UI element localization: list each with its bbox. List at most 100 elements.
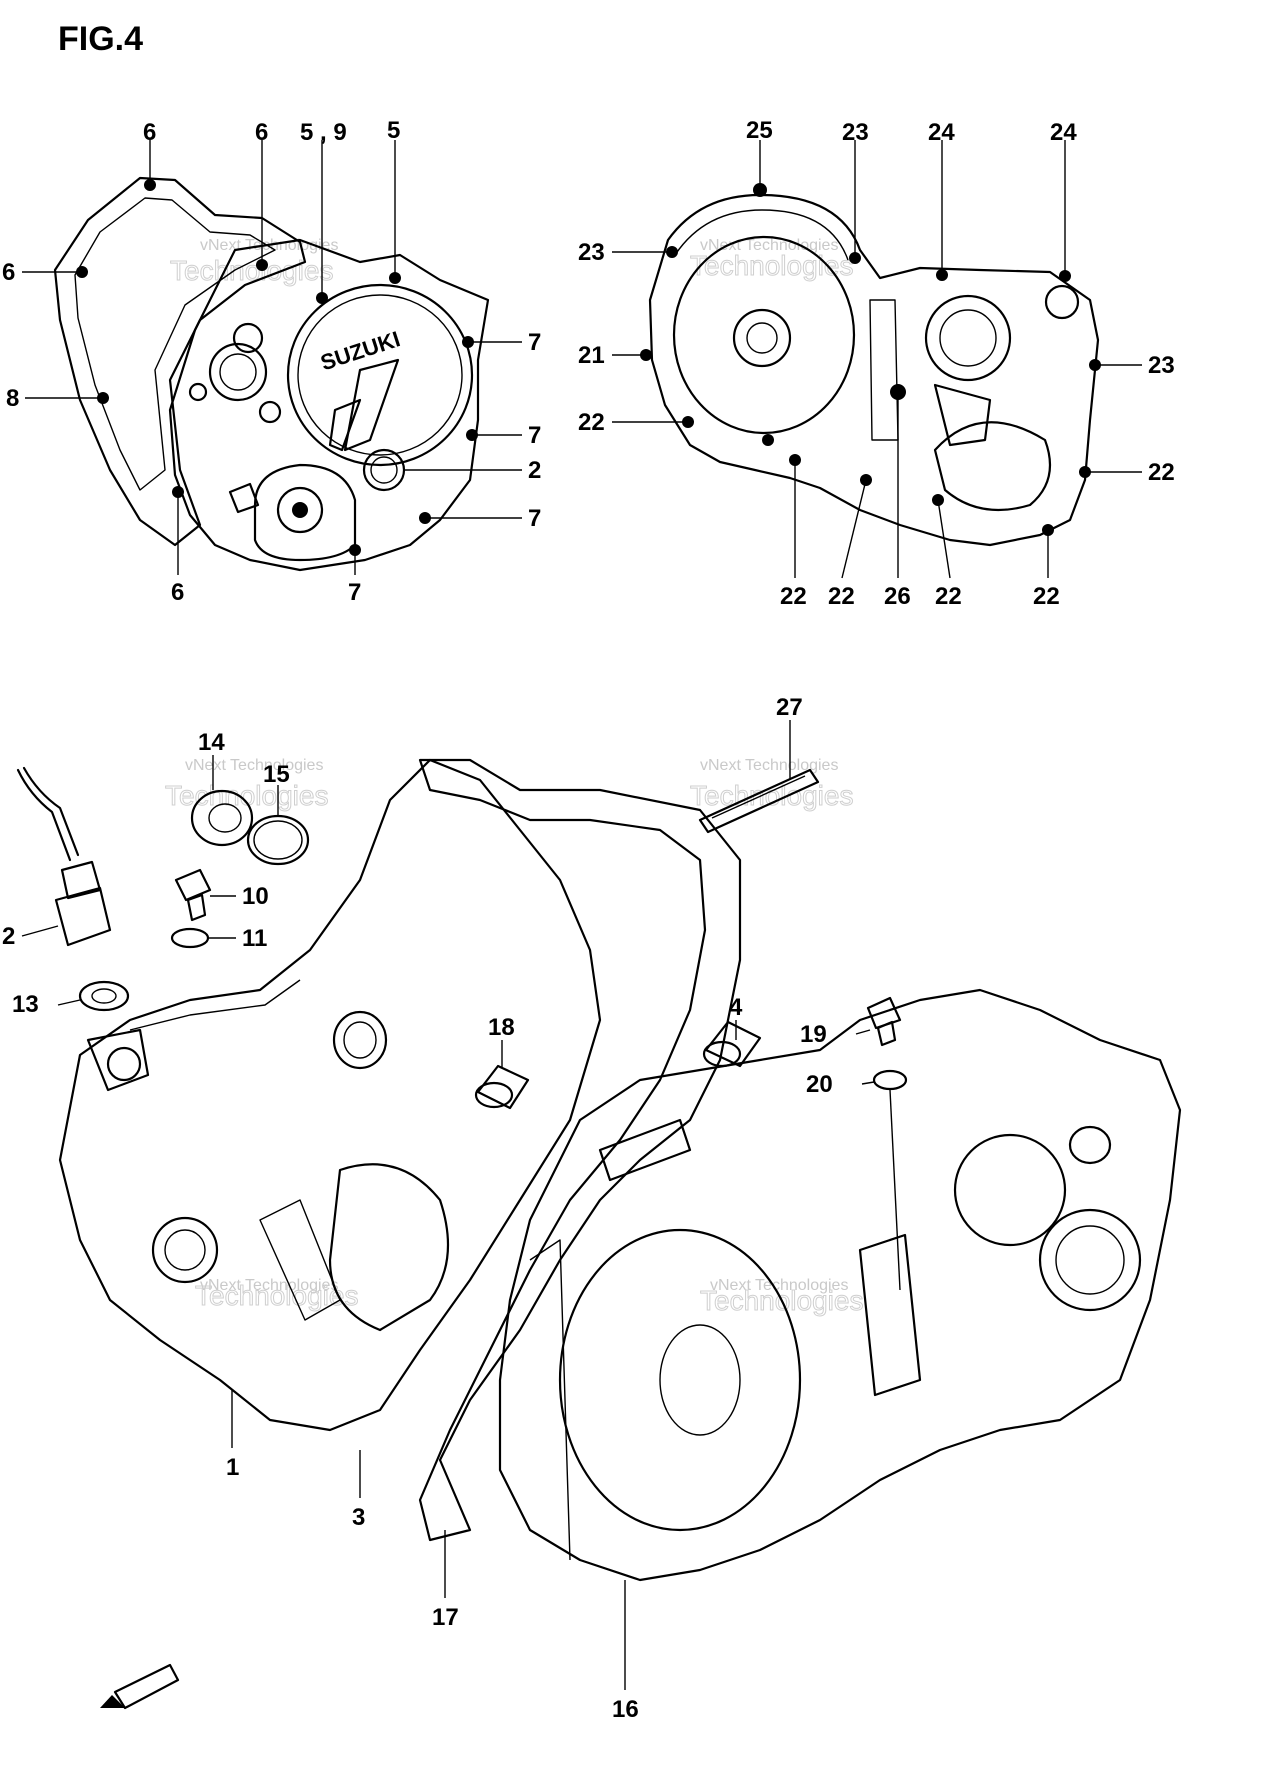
- clutch-cover-dome: [286, 283, 474, 467]
- callout-label: 22: [1148, 459, 1175, 486]
- clutch-cover-body: [168, 238, 490, 572]
- magneto-cover-body: [648, 193, 1100, 547]
- callout-label: 20: [806, 1071, 833, 1098]
- magneto-cover-rib: [933, 383, 992, 447]
- leader-line: [937, 499, 951, 579]
- cover-tab: [228, 482, 260, 514]
- o-ring-15: [246, 814, 310, 866]
- callout-label: 16: [612, 1696, 639, 1723]
- crankcase-right-seal: [1068, 1125, 1112, 1165]
- oil-level-window: [362, 448, 406, 492]
- callout-label: 24: [928, 119, 955, 146]
- crankcase-right-half: [498, 988, 1182, 1582]
- callout-label: 27: [776, 694, 803, 721]
- magneto-cover-rim: [674, 209, 849, 261]
- crankcase-right-dome: [558, 1228, 802, 1532]
- leader-line: [861, 1081, 875, 1085]
- sensor-nut: [60, 860, 102, 900]
- cover-boss: [258, 400, 282, 424]
- clutch-cover-dome-inner: [297, 294, 463, 456]
- figure-title: FIG.4: [58, 20, 143, 58]
- crankcase-right-cylinder-port: [1038, 1208, 1142, 1312]
- cover-boss: [232, 322, 264, 354]
- leader-lines: [21, 140, 1142, 1690]
- callout-label: 23: [1148, 352, 1175, 379]
- pump-cover: [253, 463, 357, 562]
- callout-labels: 6 6 5 , 9 5 6 8 7 7 2 7 6 7 25 23 24 24 …: [2, 117, 1175, 1723]
- callout-label: 5: [387, 117, 400, 144]
- callout-label: 6: [255, 119, 268, 146]
- callout-label: 7: [348, 579, 361, 606]
- crankcase-right-dome-hole: [659, 1324, 741, 1436]
- callout-label: 15: [263, 761, 290, 788]
- callout-label: 7: [528, 505, 541, 532]
- leader-line: [21, 925, 59, 937]
- callout-label: 18: [488, 1014, 515, 1041]
- retainer-plate-27: [698, 768, 820, 834]
- brand-logo-stroke: [328, 398, 362, 452]
- crankcase-right-flange: [598, 1118, 692, 1182]
- magneto-cover-hub: [732, 308, 792, 368]
- callout-label: 6: [171, 579, 184, 606]
- bolt-head: [762, 434, 774, 446]
- callout-label: 25: [746, 117, 773, 144]
- leader-line: [855, 1029, 871, 1035]
- cover-boss: [188, 382, 208, 402]
- watermark-text: Technologies: [690, 780, 853, 811]
- magneto-cover-bearing-boss: [924, 294, 1012, 382]
- callout-label: 21: [578, 342, 605, 369]
- retainer-plate-27-detail: [711, 775, 806, 819]
- callout-label: 6: [2, 259, 15, 286]
- washer-13: [78, 980, 130, 1012]
- leader-line: [841, 479, 867, 579]
- sensor-body: [54, 886, 112, 947]
- callout-label: 3: [352, 1504, 365, 1531]
- callout-label: 2: [2, 923, 15, 950]
- crankcase-right-edge: [529, 1239, 571, 1561]
- callout-label: 2: [528, 457, 541, 484]
- crankcase-left-chamber: [328, 1163, 450, 1332]
- magneto-cover-assembly: [640, 183, 1101, 547]
- callout-label: 22: [780, 583, 807, 610]
- crankcase-left-bearing-inner: [164, 1229, 206, 1271]
- watermark-text: Technologies: [165, 780, 328, 811]
- crankcase-gasket: [418, 758, 742, 1542]
- crankcase-left-seal-inner: [343, 1021, 377, 1059]
- brand-logo-stroke: [343, 358, 400, 452]
- callout-label: 10: [242, 883, 269, 910]
- sensor-wire: [16, 768, 72, 862]
- callout-label: 4: [729, 994, 743, 1021]
- washer-20: [872, 1069, 908, 1091]
- crankcase-left-bearing: [151, 1216, 219, 1284]
- callout-label: 23: [842, 119, 869, 146]
- callout-label: 22: [1033, 583, 1060, 610]
- magneto-cover-opening: [933, 421, 1052, 512]
- crankcase-left-half: [58, 758, 602, 1432]
- callout-label: 22: [828, 583, 855, 610]
- washer-11: [170, 927, 210, 949]
- crankcase-left-edge: [129, 979, 301, 1031]
- magneto-cover-hub-inner: [746, 322, 778, 354]
- drain-bolt-10-head: [174, 868, 212, 902]
- magneto-cover-dome: [672, 235, 856, 435]
- callout-label: 1: [226, 1454, 239, 1481]
- front-direction-arrow-icon: [113, 1663, 180, 1710]
- brand-logo-text: SUZUKI: [317, 326, 403, 375]
- callout-label: 22: [578, 409, 605, 436]
- front-direction-arrow-tip-icon: [100, 1695, 125, 1708]
- bolt-19-head: [866, 996, 902, 1030]
- watermark-text: Technologies: [195, 1280, 358, 1311]
- callout-label: 7: [528, 422, 541, 449]
- pump-cover-hub: [276, 486, 324, 534]
- oil-seal-14: [190, 789, 254, 847]
- oil-level-window-inner: [370, 456, 398, 484]
- callout-label: 11: [242, 925, 267, 952]
- callout-label: 6: [143, 119, 156, 146]
- magneto-cover-rib: [869, 299, 899, 441]
- crankcase-right-rib: [858, 1233, 922, 1397]
- callout-label: 5 , 9: [300, 119, 347, 146]
- callout-label: 17: [432, 1604, 459, 1631]
- dowel-18: [476, 1064, 530, 1110]
- callout-label: 19: [800, 1021, 827, 1048]
- callout-label: 24: [1050, 119, 1077, 146]
